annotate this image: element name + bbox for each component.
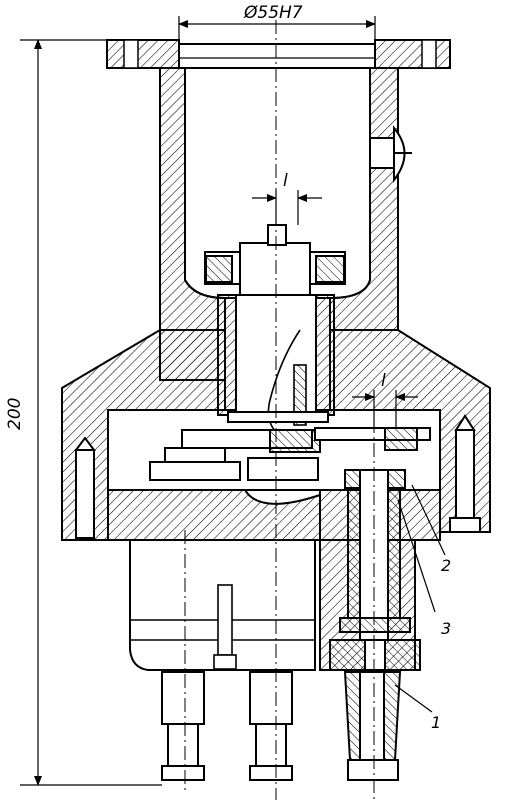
tool-shanks: [161, 671, 402, 781]
center-lines: [184, 20, 375, 800]
guide-rod: [329, 469, 421, 671]
flange-holes: [123, 39, 437, 69]
plate-stack: [149, 411, 431, 481]
offset-upper-label: l: [283, 171, 288, 191]
inner-sleeve: [204, 224, 346, 416]
break-line: [267, 329, 301, 433]
dimension-bore: [178, 16, 376, 44]
side-screw: [369, 125, 412, 183]
bore-diameter-label: Ø55H7: [243, 3, 303, 23]
overall-height-label: 200: [5, 398, 25, 430]
bottom-plate-left: [107, 489, 321, 541]
leader-lines: [394, 484, 446, 713]
callout-part-1: 1: [431, 713, 441, 732]
anchor-bolts: [74, 414, 481, 539]
callout-part-2: 2: [441, 556, 451, 575]
top-flange-right: [374, 39, 451, 69]
dimension-offset-upper: [252, 190, 322, 225]
top-flange-left: [106, 39, 180, 69]
offset-lower-label: l: [381, 371, 386, 391]
pilot-pin: [213, 584, 237, 670]
dimension-offset-lower: [352, 390, 418, 428]
top-cover: [178, 43, 376, 69]
callout-part-3: 3: [441, 619, 451, 638]
dimension-height: [20, 39, 162, 786]
center-pin: [293, 364, 307, 426]
